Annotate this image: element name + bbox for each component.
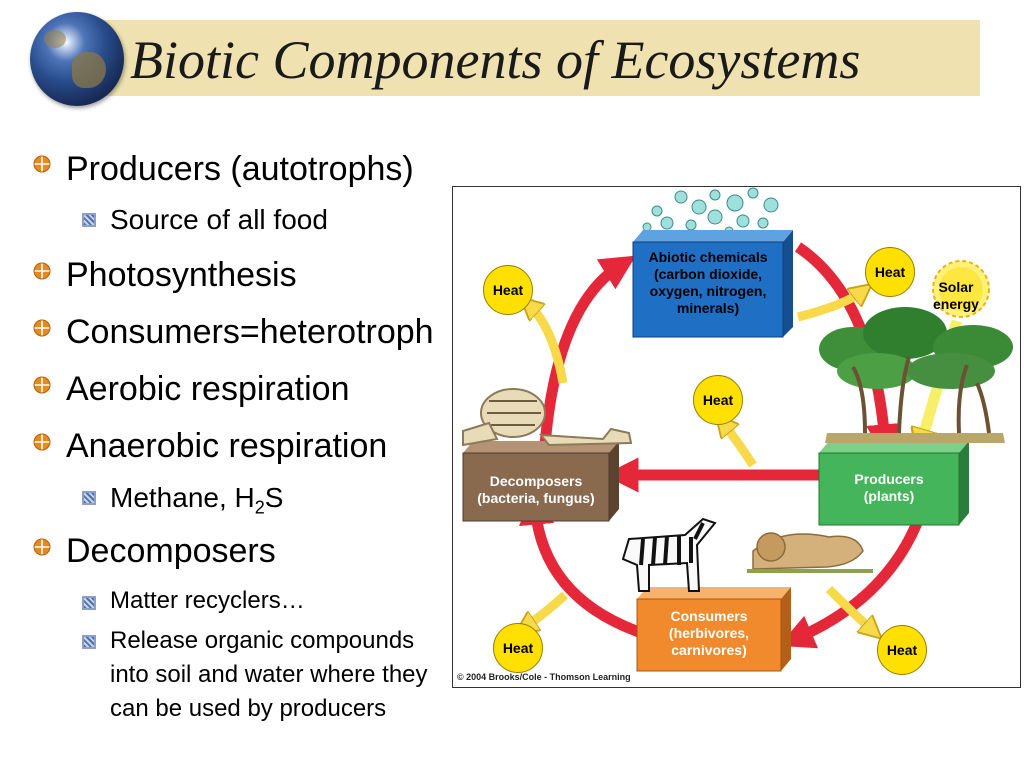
bullet-release-line-1: Release organic compounds <box>110 627 415 654</box>
zebra-illustration <box>621 517 717 592</box>
trees-illustration <box>819 307 1013 443</box>
heat-circle-3: Heat <box>693 375 743 425</box>
lion-illustration <box>747 532 873 573</box>
bullet-methane: Methane, H2S <box>110 482 284 518</box>
bullet-icon <box>33 155 51 173</box>
bullet-icon <box>33 262 51 280</box>
sub-bullet-icon <box>82 213 96 227</box>
bubbles-decoration <box>642 187 779 236</box>
heat-circle-5: Heat <box>877 625 927 675</box>
title-band <box>78 20 980 96</box>
consumers-box: Consumers (herbivores, carnivores) <box>668 608 750 658</box>
heat-circle-4: Heat <box>493 623 543 673</box>
bullet-icon <box>33 376 51 394</box>
bullet-photosynthesis: Photosynthesis <box>66 256 297 294</box>
bullet-matter-recyclers: Matter recyclers… <box>110 587 305 614</box>
bullet-icon <box>33 433 51 451</box>
bullet-aerobic: Aerobic respiration <box>66 370 350 408</box>
producers-box: Producers (plants) <box>854 471 924 504</box>
image-credit: © 2004 Brooks/Cole - Thomson Learning <box>457 672 631 682</box>
sun-icon <box>932 260 990 318</box>
sub-bullet-icon <box>82 491 96 505</box>
cycle-arrows <box>519 242 929 649</box>
decomposers-box-shape <box>462 441 619 522</box>
heat-circle-1: Heat <box>483 265 533 315</box>
globe-logo <box>30 12 124 106</box>
ecosystem-cycle-diagram: Abiotic chemicals (carbon dioxide, oxyge… <box>452 186 1021 688</box>
solar-energy-label: Solar energy <box>933 279 979 312</box>
decomposers-box: Decomposers (bacteria, fungus) <box>477 473 595 506</box>
bullet-producers: Producers (autotrophs) <box>66 150 414 188</box>
bullet-anaerobic: Anaerobic respiration <box>66 427 388 465</box>
abiotic-chemicals-box: Abiotic chemicals (carbon dioxide, oxyge… <box>648 249 768 316</box>
producers-box-shape <box>818 441 969 526</box>
bullet-icon <box>33 538 51 556</box>
bullet-consumers: Consumers=heterotroph <box>66 313 434 351</box>
skeleton-illustration <box>462 388 633 447</box>
abiotic-box-shape <box>632 230 793 338</box>
sub-bullet-icon <box>82 596 96 610</box>
slide-title: Biotic Components of Ecosystems <box>130 30 861 90</box>
bullet-decomposers: Decomposers <box>66 532 276 570</box>
consumers-box-shape <box>636 587 791 672</box>
sub-bullet-icon <box>82 635 96 649</box>
bullet-release-line-2: into soil and water where they <box>110 661 428 688</box>
bullet-source-of-food: Source of all food <box>110 204 328 235</box>
bullet-release-line-3: can be used by producers <box>110 695 387 722</box>
cycle-graphic <box>462 187 1013 672</box>
bullet-icon <box>33 319 51 337</box>
heat-circle-2: Heat <box>865 247 915 297</box>
